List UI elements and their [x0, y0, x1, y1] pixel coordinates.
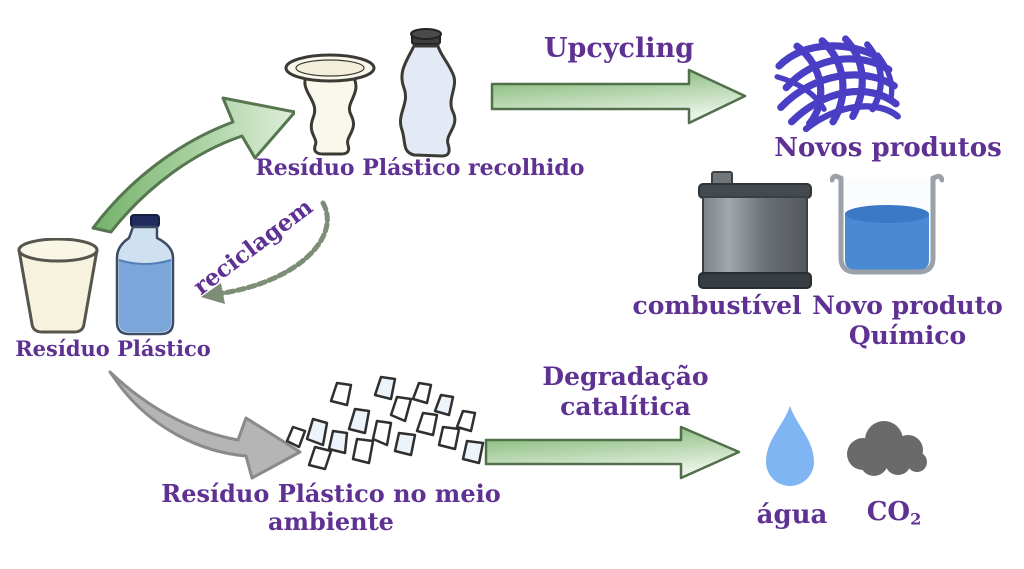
- new-chemical-line2: Químico: [848, 320, 967, 350]
- upcycling-label: Upcycling: [543, 33, 695, 64]
- fuel-label: combustível: [632, 291, 802, 320]
- bottle-icon: [115, 214, 175, 336]
- water-drop-icon: [766, 406, 814, 486]
- new-products-label: Novos produtos: [774, 133, 1002, 163]
- new-chemical-line1: Novo produto: [812, 291, 1003, 320]
- degradation-label: Degradação catalítica: [528, 362, 723, 421]
- upcycling-arrow-icon: [490, 68, 747, 125]
- degradation-line1: Degradação: [542, 362, 709, 391]
- beaker-icon: [830, 173, 944, 275]
- co2-subscript: 2: [910, 509, 922, 529]
- recycle-curve-arrow-icon: [201, 200, 330, 304]
- new-chemical-product-label: Novo produto Químico: [810, 291, 1005, 350]
- crushed-bottle-icon: [399, 28, 457, 158]
- co2-cloud-icon: [847, 421, 927, 476]
- co2-formula: CO: [866, 497, 911, 527]
- water-label: água: [756, 500, 828, 530]
- plastic-waste-label: Resíduo Plástico: [15, 336, 211, 361]
- plastic-fragments-icon: [285, 375, 485, 471]
- curved-arrow-up-icon: [91, 96, 295, 234]
- environment-waste-label: Resíduo Plástico no meio ambiente: [161, 479, 501, 537]
- fuel-can-icon: [698, 171, 812, 289]
- degradation-arrow-icon: [484, 425, 741, 480]
- curved-arrow-down-icon: [108, 370, 302, 480]
- collected-waste-label: Resíduo Plástico recolhido: [255, 155, 585, 181]
- crushed-cup-icon: [284, 53, 376, 156]
- cup-icon: [17, 238, 99, 334]
- co2-label: CO2: [851, 497, 937, 529]
- fiber-tangle-icon: [774, 35, 901, 133]
- degradation-line2: catalítica: [560, 391, 691, 421]
